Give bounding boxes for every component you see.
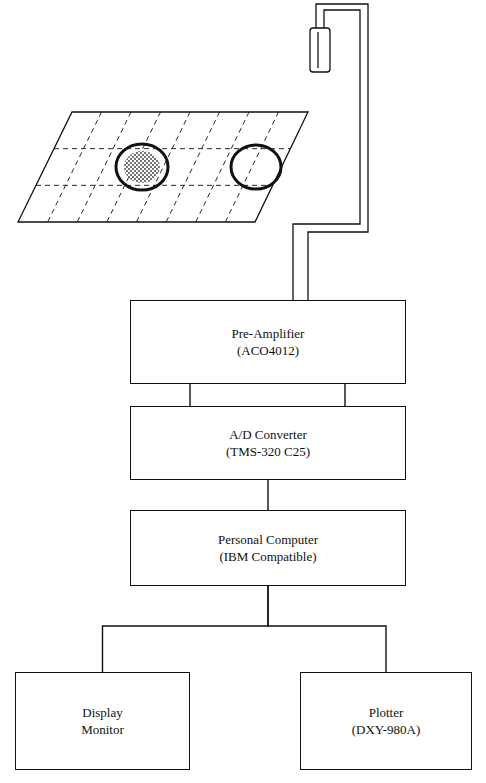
box-title: Pre-Amplifier xyxy=(228,325,309,342)
connector xyxy=(190,384,345,406)
sample-spot xyxy=(231,145,281,189)
process-box: Display Monitor xyxy=(15,672,190,770)
connector xyxy=(267,480,268,510)
grid-plate xyxy=(18,112,308,222)
process-box: Personal Computer(IBM Compatible) xyxy=(130,510,406,586)
cable xyxy=(308,4,368,300)
connector xyxy=(268,586,386,672)
model-number: (TMS-320 C25) xyxy=(222,443,314,460)
sample-spot xyxy=(116,144,168,190)
box-title: A/D Converter xyxy=(225,426,311,443)
connector xyxy=(103,586,269,672)
box-title: Plotter xyxy=(365,704,408,721)
box-title: Personal Computer xyxy=(214,531,322,548)
model-number: (DXY-980A) xyxy=(348,721,425,738)
cable xyxy=(293,10,360,300)
probe xyxy=(310,28,330,72)
model-number: (IBM Compatible) xyxy=(215,548,320,565)
process-box: Pre-Amplifier(ACO4012) xyxy=(130,300,406,384)
box-title: Display Monitor xyxy=(56,704,149,738)
model-number: (ACO4012) xyxy=(233,342,303,359)
process-box: Plotter(DXY-980A) xyxy=(300,672,472,770)
process-box: A/D Converter(TMS-320 C25) xyxy=(130,406,406,480)
